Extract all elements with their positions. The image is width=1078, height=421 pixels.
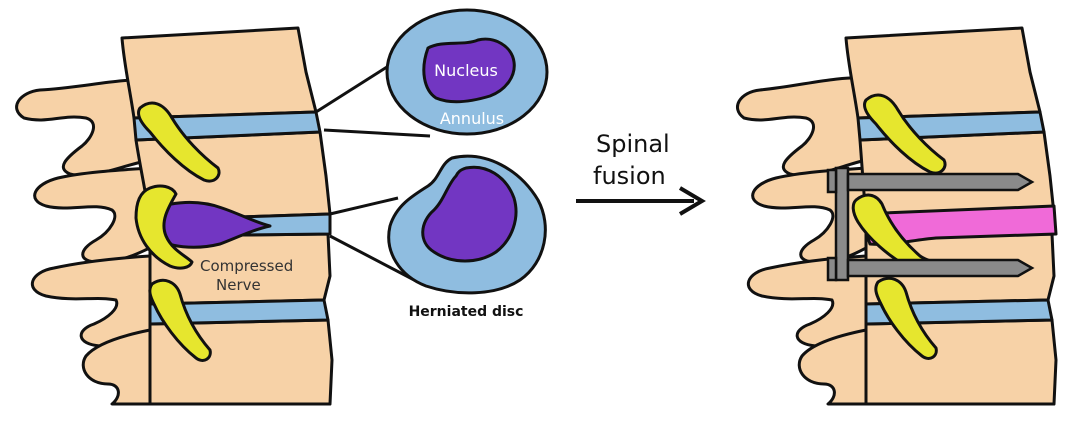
screw-head-bottom: [828, 258, 836, 280]
right-arrow-icon: [576, 188, 702, 214]
procedure-label-line1: Spinal: [596, 130, 670, 158]
vertebra-body-4-after: [866, 320, 1056, 404]
pedicle-screw-top: [848, 174, 1032, 190]
nucleus-label: Nucleus: [434, 61, 498, 80]
fusion-rod: [836, 168, 848, 280]
compressed-nerve-label-line2: Nerve: [216, 276, 261, 294]
herniated-disc-cross-section: [389, 156, 546, 293]
callout-line-bottom-1: [330, 198, 398, 214]
spine-before: [17, 28, 332, 404]
pedicle-screw-bottom: [848, 260, 1032, 276]
posterior-process-top-after: [737, 78, 866, 176]
herniated-disc-label: Herniated disc: [409, 304, 524, 320]
compressed-nerve-label-line1: Compressed: [200, 257, 293, 275]
spine-after: [737, 28, 1056, 404]
screw-head-top: [828, 170, 836, 192]
callout-line-top-2: [324, 130, 430, 136]
annulus-label: Annulus: [440, 109, 504, 128]
posterior-process-mid: [35, 168, 150, 262]
procedure-label-line2: fusion: [593, 162, 666, 190]
